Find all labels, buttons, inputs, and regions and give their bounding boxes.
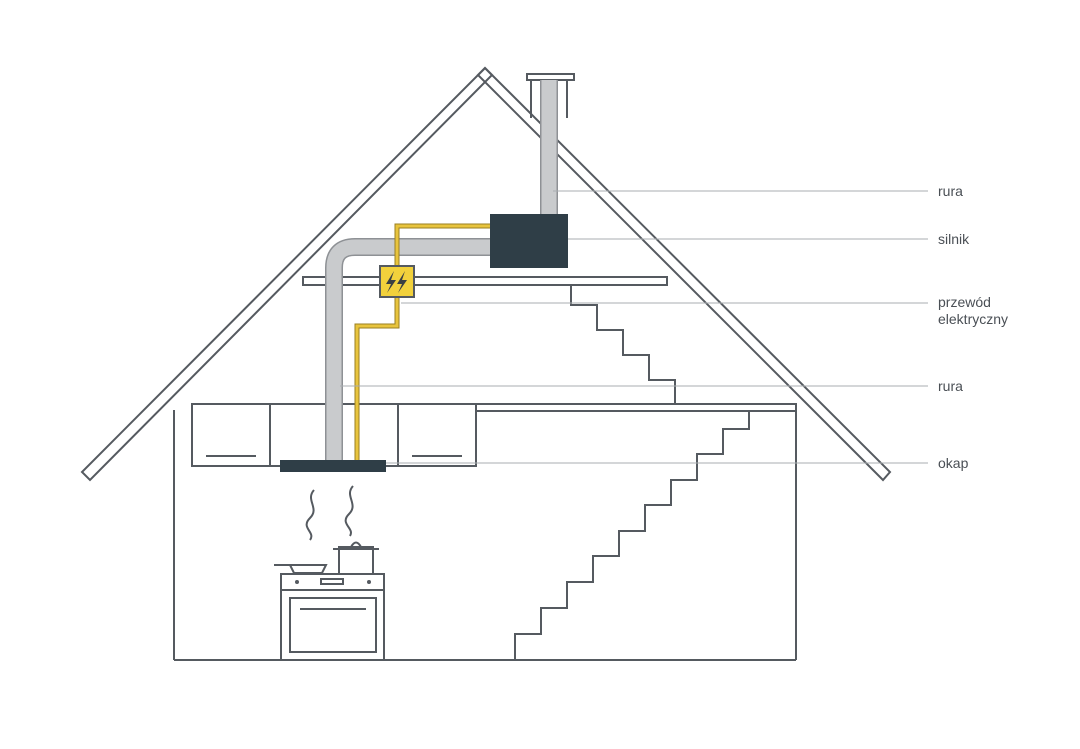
exhaust-pipe bbox=[325, 238, 496, 460]
motor bbox=[490, 214, 568, 268]
kitchen-hood bbox=[280, 460, 386, 472]
leader-lines bbox=[340, 190, 928, 464]
house-walls bbox=[173, 404, 797, 661]
ceiling-beam bbox=[475, 403, 797, 412]
label-pipe-bottom: rura bbox=[938, 378, 963, 394]
frying-pan bbox=[274, 564, 328, 574]
label-pipe-top: rura bbox=[938, 183, 963, 199]
label-hood: okap bbox=[938, 455, 969, 471]
attic-stairs bbox=[570, 285, 676, 404]
electric-cable bbox=[354, 223, 494, 460]
roof bbox=[80, 66, 892, 482]
label-cable-line2: elektryczny bbox=[938, 311, 1008, 327]
stove bbox=[280, 573, 385, 661]
lightning-icon bbox=[386, 271, 407, 293]
label-cable-line1: przewód bbox=[938, 294, 991, 310]
junction-box bbox=[379, 265, 415, 298]
label-motor: silnik bbox=[938, 231, 970, 247]
steam-icon bbox=[305, 485, 354, 541]
cooking-pot bbox=[333, 541, 379, 575]
ground-stairs bbox=[514, 411, 750, 660]
attic-floor-beam bbox=[302, 276, 668, 286]
